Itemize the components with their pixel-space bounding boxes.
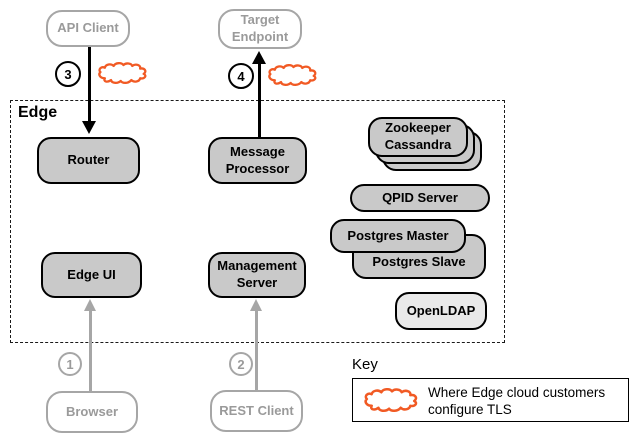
postgres-master-node: Postgres Master [330, 219, 466, 253]
postgres-master-label: Postgres Master [347, 227, 449, 243]
cassandra-label: Cassandra [384, 137, 452, 152]
key-title: Key [352, 356, 378, 373]
router-node: Router [37, 137, 140, 184]
zookeeper-label: Zookeeper [385, 120, 451, 136]
management-server-label-line2: Server [236, 275, 278, 290]
openldap-label: OpenLDAP [406, 302, 476, 318]
tls-cloud-icon [98, 62, 147, 84]
edge-boundary-label: Edge [18, 104, 58, 121]
key-description: Where Edge cloud customers configure TLS [428, 384, 605, 418]
edge-ui-node: Edge UI [41, 252, 142, 298]
rest-client-label: REST Client [219, 402, 294, 418]
api-client-node: API Client [46, 10, 130, 47]
zookeeper-cassandra-node: Zookeeper Cassandra [368, 117, 468, 157]
tls-cloud-icon [364, 387, 418, 413]
arrow-browser-to-edge-ui-line [89, 309, 92, 392]
tls-cloud-icon [268, 64, 317, 86]
arrow-api-client-to-router-line [88, 47, 91, 123]
target-endpoint-node: Target Endpoint [218, 9, 302, 49]
management-server-label-line1: Management [217, 258, 297, 274]
arrow-api-client-to-router-head [82, 121, 96, 134]
key-description-line2: configure TLS [428, 402, 512, 417]
step-2-badge: 2 [229, 352, 253, 376]
message-processor-label-line2: Processor [225, 160, 290, 176]
arrow-mp-to-target-line [258, 62, 261, 137]
api-client-label: API Client [57, 20, 119, 36]
step-4-badge: 4 [228, 63, 254, 89]
arrow-rest-client-to-mgmt-line [255, 309, 258, 390]
arrow-rest-client-to-mgmt-head [250, 299, 262, 311]
step-1-number: 1 [66, 356, 74, 372]
key-description-line1: Where Edge cloud customers [428, 385, 606, 400]
step-2-number: 2 [237, 356, 245, 372]
edge-ui-label: Edge UI [67, 266, 116, 282]
openldap-node: OpenLDAP [395, 292, 487, 330]
qpid-server-node: QPID Server [350, 184, 490, 212]
arrow-mp-to-target-head [252, 51, 266, 64]
step-3-badge: 3 [55, 61, 81, 87]
message-processor-label-line1: Message [230, 143, 285, 159]
browser-node: Browser [46, 391, 138, 433]
management-server-node: Management Server [208, 252, 306, 298]
target-endpoint-label-line1: Target [240, 12, 280, 28]
step-1-badge: 1 [58, 352, 82, 376]
target-endpoint-label-line2: Endpoint [231, 29, 289, 44]
rest-client-node: REST Client [210, 390, 303, 432]
router-label: Router [67, 152, 110, 168]
qpid-server-label: QPID Server [382, 189, 458, 205]
message-processor-node: Message Processor [208, 137, 307, 184]
postgres-slave-label: Postgres Slave [372, 254, 466, 270]
step-4-number: 4 [237, 68, 245, 84]
step-3-number: 3 [64, 66, 72, 82]
browser-label: Browser [65, 403, 119, 419]
arrow-browser-to-edge-ui-head [84, 299, 96, 311]
